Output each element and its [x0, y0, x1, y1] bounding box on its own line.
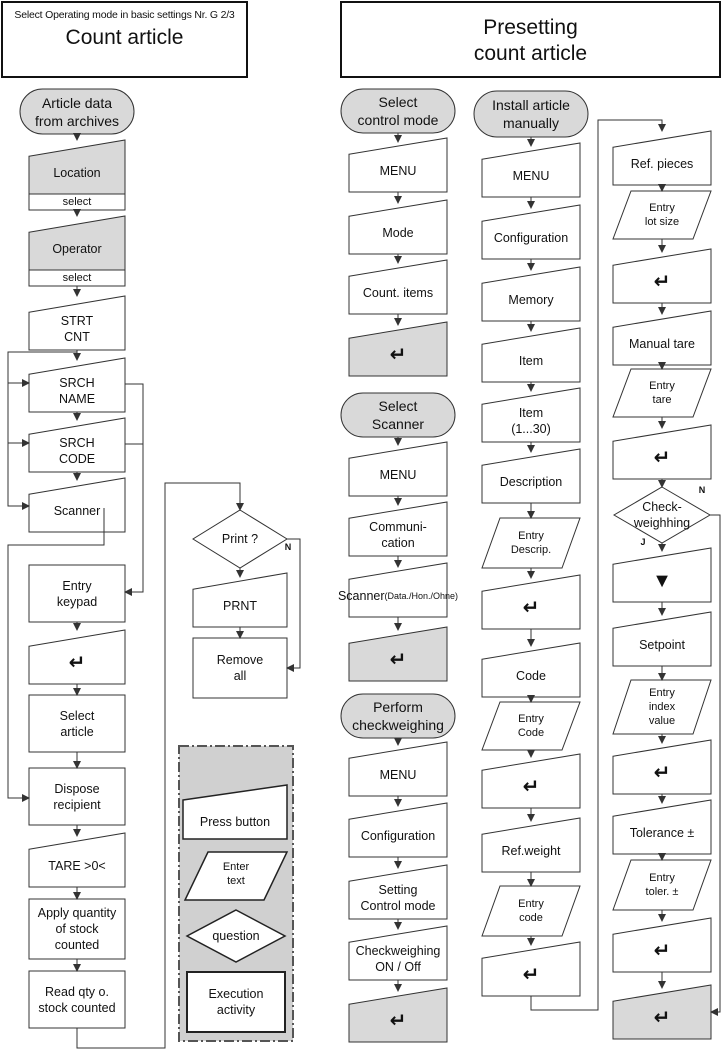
col3-mode-shape [348, 199, 448, 255]
col4-entry-descrip-shape [481, 517, 581, 569]
col3-communication-shape [348, 501, 448, 557]
col5-enter4-shape [612, 917, 712, 973]
col5-enter1-shape [612, 248, 712, 304]
col2-print-question-shape [192, 509, 288, 569]
col1-location-select-shape [28, 193, 126, 211]
col4-item-shape [481, 327, 581, 383]
col3-configuration-shape [348, 802, 448, 858]
col4-code-shape [481, 642, 581, 698]
col5-checkweighing-shape [613, 486, 711, 544]
col5-enter3-shape [612, 739, 712, 795]
legend-decision-shape [185, 909, 287, 963]
col3-checkweighing-on-off-shape [348, 925, 448, 981]
col1-entry-keypad-shape [28, 564, 126, 623]
col3-select-scanner-shape [340, 392, 456, 438]
col4-install-article-shape [473, 90, 589, 138]
legend-input-shape [183, 851, 289, 901]
col3-enter-a-shape [348, 321, 448, 377]
presetting-header: Presetting count article [340, 1, 721, 78]
connector-13 [7, 383, 30, 447]
col4-enter1-shape [481, 574, 581, 630]
col3-menu3-shape [348, 741, 448, 797]
col1-operator-shape [28, 215, 126, 271]
col1-srch-name-shape [28, 357, 126, 413]
header-subtitle: Select Operating mode in basic settings … [14, 9, 235, 21]
header-title-line1: Presetting [483, 16, 578, 39]
col2-prnt-shape [192, 572, 288, 628]
connector-21 [286, 538, 301, 672]
col3-enter-b-shape [348, 626, 448, 682]
col1-srch-code-shape [28, 417, 126, 473]
col1-start-shape [19, 88, 135, 135]
col3-scanner-shape [348, 562, 448, 618]
count-article-header: Select Operating mode in basic settings … [1, 1, 248, 78]
connector-49 [530, 119, 666, 1011]
col4-configuration-shape [481, 204, 581, 260]
col4-memory-shape [481, 266, 581, 322]
col4-entry-code2-shape [481, 885, 581, 937]
col4-entry-code1-shape [481, 701, 581, 751]
legend-panel [178, 745, 294, 1042]
col4-description-shape [481, 448, 581, 504]
connector-12 [7, 351, 77, 387]
col1-select-article-shape [28, 694, 126, 753]
col5-ref-pieces-shape [612, 130, 712, 186]
col1-apply-quantity-shape [28, 898, 126, 960]
col3-menu2-shape [348, 441, 448, 497]
connector-15 [124, 383, 144, 596]
col4-enter3-shape [481, 941, 581, 997]
col1-tare-shape [28, 832, 126, 888]
connector-18 [76, 482, 244, 1049]
col1-read-qty-shape [28, 970, 126, 1029]
col5-tolerance-shape [612, 799, 712, 855]
col2-remove-all-shape [192, 637, 288, 699]
col1-operator-select-shape [28, 269, 126, 287]
col4-enter2-shape [481, 753, 581, 809]
header-title-line2: count article [473, 42, 588, 65]
col5-enter5-shape [612, 984, 712, 1040]
col3-enter-c-shape [348, 987, 448, 1043]
col5-manual-tare-shape [612, 310, 712, 366]
col5-entry-lot-size-shape [612, 190, 712, 240]
col3-count-items-shape [348, 259, 448, 315]
col1-dispose-recipient-shape [28, 767, 126, 826]
col1-enter-shape [28, 629, 126, 685]
col3-setting-control-mode-shape [348, 864, 448, 920]
col1-strt-cnt-shape [28, 295, 126, 351]
connector-14 [7, 443, 30, 510]
col3-menu1-shape [348, 137, 448, 193]
col1-location-shape [28, 139, 126, 195]
col5-enter2-shape [612, 424, 712, 480]
col4-ref-weight-shape [481, 817, 581, 873]
col1-scanner-shape [28, 477, 126, 533]
col3-select-control-mode-shape [340, 88, 456, 134]
legend-button-shape [182, 784, 288, 840]
col4-menu-shape [481, 142, 581, 198]
header-title: Count article [65, 26, 184, 49]
col3-perform-checkweighing-shape [340, 693, 456, 739]
col4-item-range-shape [481, 387, 581, 443]
legend-process-shape [186, 971, 286, 1033]
col5-setpoint-shape [612, 611, 712, 667]
col5-entry-index-value-shape [612, 679, 712, 735]
col5-entry-toler-shape [612, 859, 712, 911]
connector-64 [710, 514, 721, 1016]
col5-entry-tare-shape [612, 368, 712, 418]
connector-17 [7, 508, 105, 802]
col5-down-arrow-shape [612, 547, 712, 603]
